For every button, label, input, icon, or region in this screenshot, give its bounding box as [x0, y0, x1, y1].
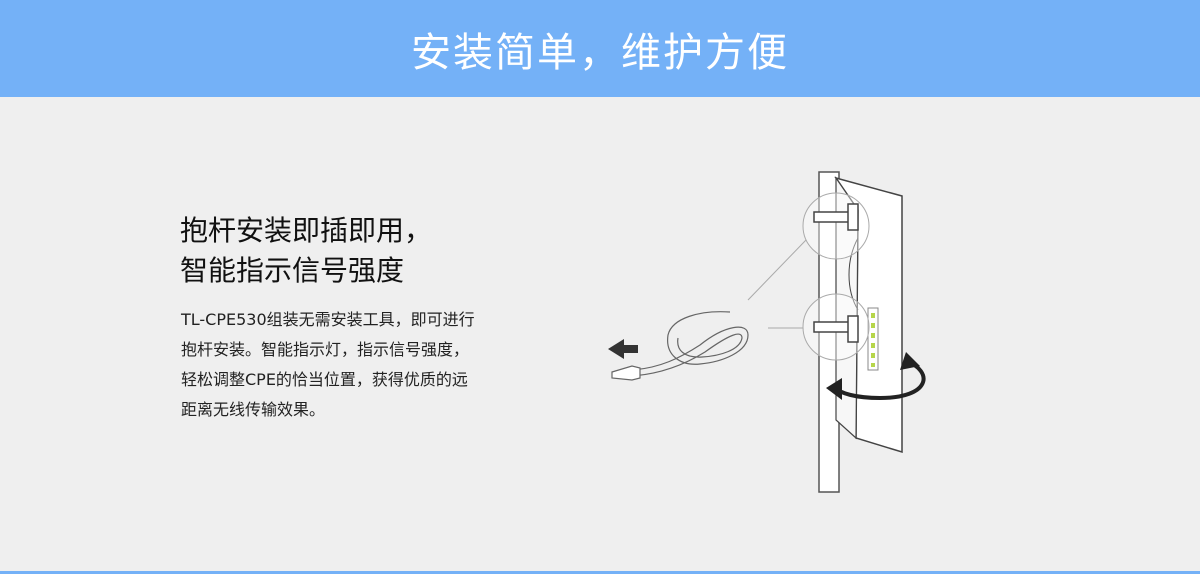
- feature-heading: 抱杆安装即插即用， 智能指示信号强度: [180, 211, 432, 291]
- signal-led-indicator: [867, 307, 879, 371]
- mount-clamps: [813, 203, 859, 343]
- header-banner: 安装简单，维护方便: [0, 0, 1200, 97]
- feature-description: TL-CPE530组装无需安装工具，即可进行 抱杆安装。智能指示灯，指示信号强度…: [181, 305, 531, 425]
- feature-heading-line-2: 智能指示信号强度: [180, 254, 405, 287]
- description-line-3: 轻松调整CPE的恰当位置，获得优质的远: [181, 370, 468, 389]
- description-line-4: 距离无线传输效果。: [181, 400, 326, 419]
- rotate-arrow-icon: [826, 352, 926, 401]
- banner-title: 安装简单，维护方便: [411, 29, 789, 76]
- cable-tie-icon: [611, 311, 749, 381]
- bottom-divider: [0, 571, 1200, 574]
- description-line-1: TL-CPE530组装无需安装工具，即可进行: [181, 310, 475, 329]
- pull-arrow-icon: [608, 339, 638, 359]
- feature-heading-line-1: 抱杆安装即插即用，: [180, 214, 433, 247]
- pole-mount-illustration: [608, 171, 926, 493]
- description-line-2: 抱杆安装。智能指示灯，指示信号强度，: [181, 340, 470, 359]
